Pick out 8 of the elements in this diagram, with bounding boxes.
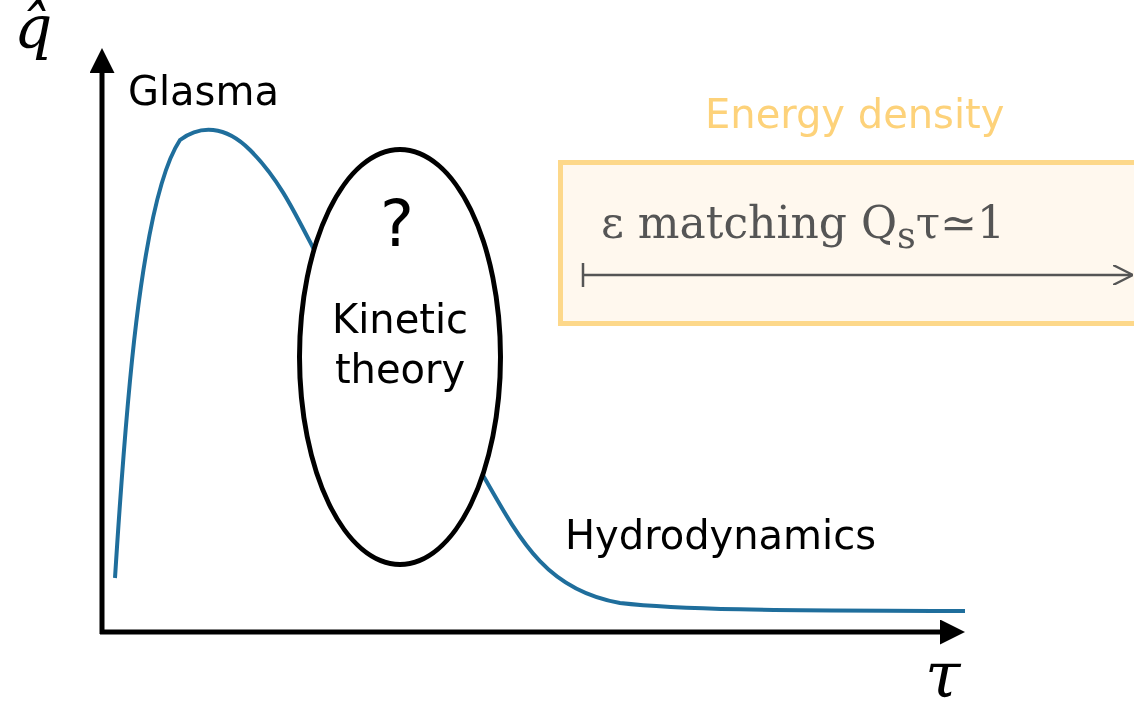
box-heading: Energy density — [705, 92, 1005, 136]
formula-text: ε matching Q$_{s}$τ≃1 — [601, 199, 1006, 257]
node-text: Kinetic theory — [330, 295, 470, 394]
axis-label: τ — [925, 638, 961, 712]
region-label: Glasma — [128, 68, 279, 114]
axis-label: q̂ — [14, 0, 53, 62]
question-mark: ? — [380, 192, 414, 256]
region-label: Hydrodynamics — [565, 512, 876, 558]
